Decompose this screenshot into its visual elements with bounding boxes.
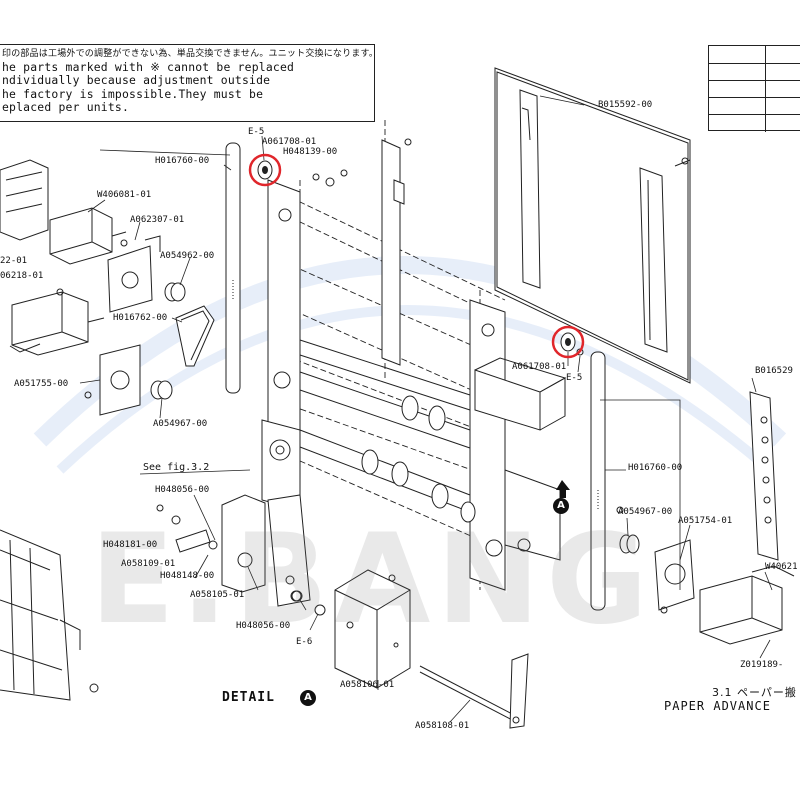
note-line-3: he factory is impossible.They must be	[2, 86, 264, 101]
part-label: A062307-01	[130, 215, 185, 225]
part-label: A058109-01	[121, 559, 176, 569]
callout-arrow	[556, 480, 570, 498]
part-label: A051754-01	[678, 516, 733, 526]
watermark-text: E.BANG	[90, 508, 654, 652]
timing-belt	[175, 305, 215, 367]
pulley-upper	[164, 282, 186, 302]
part-label: See fig.3.2	[143, 462, 210, 473]
part-label: B016529	[755, 366, 793, 376]
title-block-grid	[708, 45, 800, 132]
motor-bracket-left	[84, 344, 141, 416]
upper-stepper-motor	[49, 207, 127, 265]
part-label: A061708-01	[262, 137, 317, 147]
upper-left-component	[0, 159, 49, 241]
part-label: H016762-00	[113, 313, 168, 323]
note-line-2: ndividually because adjustment outside	[2, 73, 271, 88]
right-vertical-bar	[590, 351, 606, 611]
part-label: E-5	[248, 127, 265, 137]
part-label: A054967-00	[618, 507, 673, 517]
part-label: A058105-01	[190, 590, 245, 600]
rollers	[299, 339, 476, 523]
part-label: H048181-00	[103, 540, 158, 550]
lower-bracket	[221, 494, 266, 593]
part-label: H048139-00	[283, 147, 338, 157]
part-label: W40621	[765, 562, 798, 572]
part-label: H048148-00	[160, 571, 215, 581]
part-label: H048056-00	[155, 485, 210, 495]
highlight-upper	[248, 153, 282, 187]
motor-bracket-right	[654, 539, 695, 611]
part-label: 06218-01	[0, 271, 44, 281]
part-label: A061708-01	[512, 362, 567, 372]
part-label: A058106-01	[340, 680, 395, 690]
detail-label: DETAIL	[222, 690, 275, 705]
pulley-right	[619, 534, 640, 554]
left-stepper-motor	[9, 291, 105, 356]
callout-a-marker: A	[553, 498, 569, 514]
detail-a-marker: A	[300, 690, 316, 706]
right-stepper-motor	[699, 565, 795, 645]
part-label: B015592-00	[598, 100, 653, 110]
part-label: Z019189-	[740, 660, 784, 670]
part-label: A054967-00	[153, 419, 208, 429]
part-label: H016760-00	[155, 156, 210, 166]
pulley-lower	[150, 380, 173, 400]
part-label: E-5	[566, 373, 583, 383]
top-vertical-rod	[381, 138, 412, 366]
replacement-note-box: 印の部品は工場外での調整ができない為、単品交換できません。ユニット交換になります…	[0, 44, 379, 122]
highlight-marks	[248, 153, 585, 359]
note-japanese: 印の部品は工場外での調整ができない為、単品交換できません。ユニット交換になります…	[2, 49, 379, 59]
leader-lines	[79, 95, 773, 723]
part-label: A051755-00	[14, 379, 69, 389]
part-label: W406081-01	[97, 190, 152, 200]
part-label: A054962-00	[160, 251, 215, 261]
part-label: H048056-00	[236, 621, 291, 631]
part-label: E-6	[296, 637, 313, 647]
right-vertical-bracket	[749, 391, 779, 561]
section-title-english: PAPER ADVANCE	[664, 699, 771, 713]
lower-left-frame	[0, 529, 99, 701]
note-line-4: eplaced per units.	[2, 99, 130, 114]
box-cover	[334, 569, 411, 689]
part-label: 22-01	[0, 256, 28, 266]
left-side-plate	[261, 179, 301, 511]
part-label: A058108-01	[415, 721, 470, 731]
rear-cover-panel	[494, 67, 691, 384]
note-line-1: he parts marked with ※ cannot be replace…	[2, 60, 295, 75]
part-label: H016760-00	[628, 463, 683, 473]
left-vertical-bar	[225, 142, 241, 394]
highlight-lower	[551, 325, 585, 359]
motor-bracket-upper	[107, 235, 161, 313]
center-motor-housing	[474, 357, 567, 431]
section-number-japanese: 3.1 ペーパー搬	[712, 686, 797, 699]
shaft-and-lever	[419, 653, 529, 729]
